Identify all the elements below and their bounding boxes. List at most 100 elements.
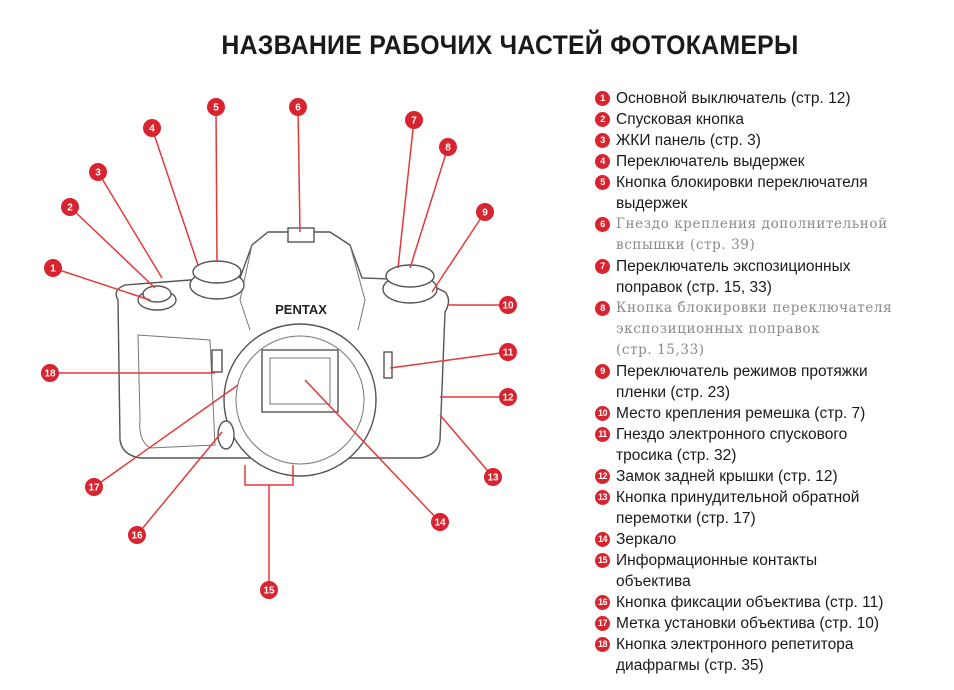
legend-item-text: диафрагмы (стр. 35) [616,657,764,674]
legend-item-text: Информационные контакты [616,552,818,569]
svg-text:6: 6 [295,103,301,114]
svg-text:13: 13 [487,473,499,484]
number-badge-icon: 11 [595,427,610,442]
svg-text:5: 5 [213,103,219,114]
callout-16: 16 [128,526,146,544]
legend-item-text: Замок задней крышки (стр. 12) [616,468,838,485]
legend-item-text: Зеркало [616,531,677,548]
svg-text:10: 10 [502,301,514,312]
svg-text:8: 8 [445,143,451,154]
number-badge-icon: 9 [595,364,610,379]
number-badge-icon: 1 [595,91,610,106]
number-badge-icon: 17 [595,616,610,631]
number-badge-icon: 14 [595,532,610,547]
legend-item-text: (стр. 15,33) [616,342,705,358]
parts-legend: 1 Основной выключатель (стр. 12) 2 Спускова… [594,88,934,676]
legend-item-text: Кнопка электронного репетитора [616,636,854,653]
legend-item-text: Кнопка блокировки переключателя [616,300,893,316]
svg-text:14: 14 [434,518,446,529]
legend-item-text: перемотки (стр. 17) [616,510,756,527]
legend-item-text: Основной выключатель (стр. 12) [616,90,851,107]
number-badge-icon: 4 [595,154,610,169]
legend-item: 16 Кнопка фиксации объектива (стр. 11) [594,592,934,613]
legend-item-text: тросика (стр. 32) [616,447,737,464]
legend-item-text: ЖКИ панель (стр. 3) [616,132,761,149]
legend-item: 12 Замок задней крышки (стр. 12) [594,466,934,487]
legend-item-text: Метка установки объектива (стр. 10) [616,615,880,632]
legend-item: 4 Переключатель выдержек [594,151,934,172]
svg-text:3: 3 [95,168,101,179]
svg-text:9: 9 [482,208,488,219]
svg-text:16: 16 [131,531,143,542]
number-badge-icon: 12 [595,469,610,484]
svg-text:17: 17 [88,483,100,494]
legend-item: 10 Место крепления ремешка (стр. 7) [594,403,934,424]
legend-item: 1 Основной выключатель (стр. 12) [594,88,934,109]
legend-item-text: Место крепления ремешка (стр. 7) [616,405,866,422]
legend-item-text: Кнопка фиксации объектива (стр. 11) [616,594,884,611]
svg-text:18: 18 [44,369,56,380]
number-badge-icon: 18 [595,637,610,652]
number-badge-icon: 15 [595,553,610,568]
legend-item-text: выдержек [616,195,688,212]
callout-3: 3 [89,163,107,181]
leader-lines [50,106,509,585]
legend-item-text: Гнездо крепления дополнительной [616,216,888,232]
callout-17: 17 [85,478,103,496]
svg-text:1: 1 [50,264,56,275]
page-title: НАЗВАНИЕ РАБОЧИХ ЧАСТЕЙ ФОТОКАМЕРЫ [221,30,799,60]
svg-text:4: 4 [149,124,155,135]
legend-item-text: объектива [616,573,691,590]
legend-item-text: Гнездо электронного спускового [616,426,848,443]
number-badge-icon: 6 [595,217,610,232]
legend-item: 17 Метка установки объектива (стр. 10) [594,613,934,634]
legend-item-text: Переключатель выдержек [616,153,805,170]
number-badge-icon: 7 [595,259,610,274]
callout-12: 12 [499,388,517,406]
legend-item: 9 Переключатель режимов протяжки пленки (с… [594,361,934,403]
legend-item-text: поправок (стр. 15, 33) [616,279,772,296]
number-badge-icon: 10 [595,406,610,421]
number-badge-icon: 13 [595,490,610,505]
callout-9: 9 [476,203,494,221]
callout-13: 13 [484,468,502,486]
callout-11: 11 [499,343,517,361]
svg-text:2: 2 [67,203,73,214]
callout-2: 2 [61,198,79,216]
legend-item: 8 Кнопка блокировки переключателя экспозиц… [594,298,934,361]
callout-6: 6 [289,98,307,116]
camera-diagram: PENTAX 1 2 3 4 5 6 7 8 9 [41,98,517,599]
legend-item: 7 Переключатель экспозиционных поправок (с… [594,256,934,298]
legend-item: 6 Гнездо крепления дополнительной вспышки … [594,214,934,256]
legend-item: 14 Зеркало [594,529,934,550]
legend-item-text: вспышки (стр. 39) [616,237,756,253]
callout-7: 7 [405,111,423,129]
brand-logo: PENTAX [275,302,327,317]
callout-10: 10 [499,296,517,314]
callout-15: 15 [260,581,278,599]
svg-text:12: 12 [502,393,514,404]
callout-14: 14 [431,513,449,531]
callout-1: 1 [44,259,62,277]
number-badge-icon: 3 [595,133,610,148]
legend-item-text: Спусковая кнопка [616,111,744,128]
camera-body: PENTAX [115,227,450,477]
legend-item: 2 Спусковая кнопка [594,109,934,130]
svg-text:7: 7 [411,116,417,127]
number-badge-icon: 8 [595,301,610,316]
legend-item: 3 ЖКИ панель (стр. 3) [594,130,934,151]
callout-8: 8 [439,138,457,156]
legend-item-text: Переключатель режимов протяжки [616,363,868,380]
legend-item-text: экспозиционных поправок [616,321,821,337]
callout-markers: 1 2 3 4 5 6 7 8 9 10 11 12 13 14 15 16 1… [41,98,517,599]
number-badge-icon: 5 [595,175,610,190]
callout-18: 18 [41,364,59,382]
legend-item-text: Кнопка принудительной обратной [616,489,860,506]
legend-item-text: Переключатель экспозиционных [616,258,851,275]
legend-item: 11 Гнездо электронного спускового тросика … [594,424,934,466]
number-badge-icon: 16 [595,595,610,610]
svg-text:11: 11 [503,348,514,359]
number-badge-icon: 2 [595,112,610,127]
legend-item-text: пленки (стр. 23) [616,384,731,401]
